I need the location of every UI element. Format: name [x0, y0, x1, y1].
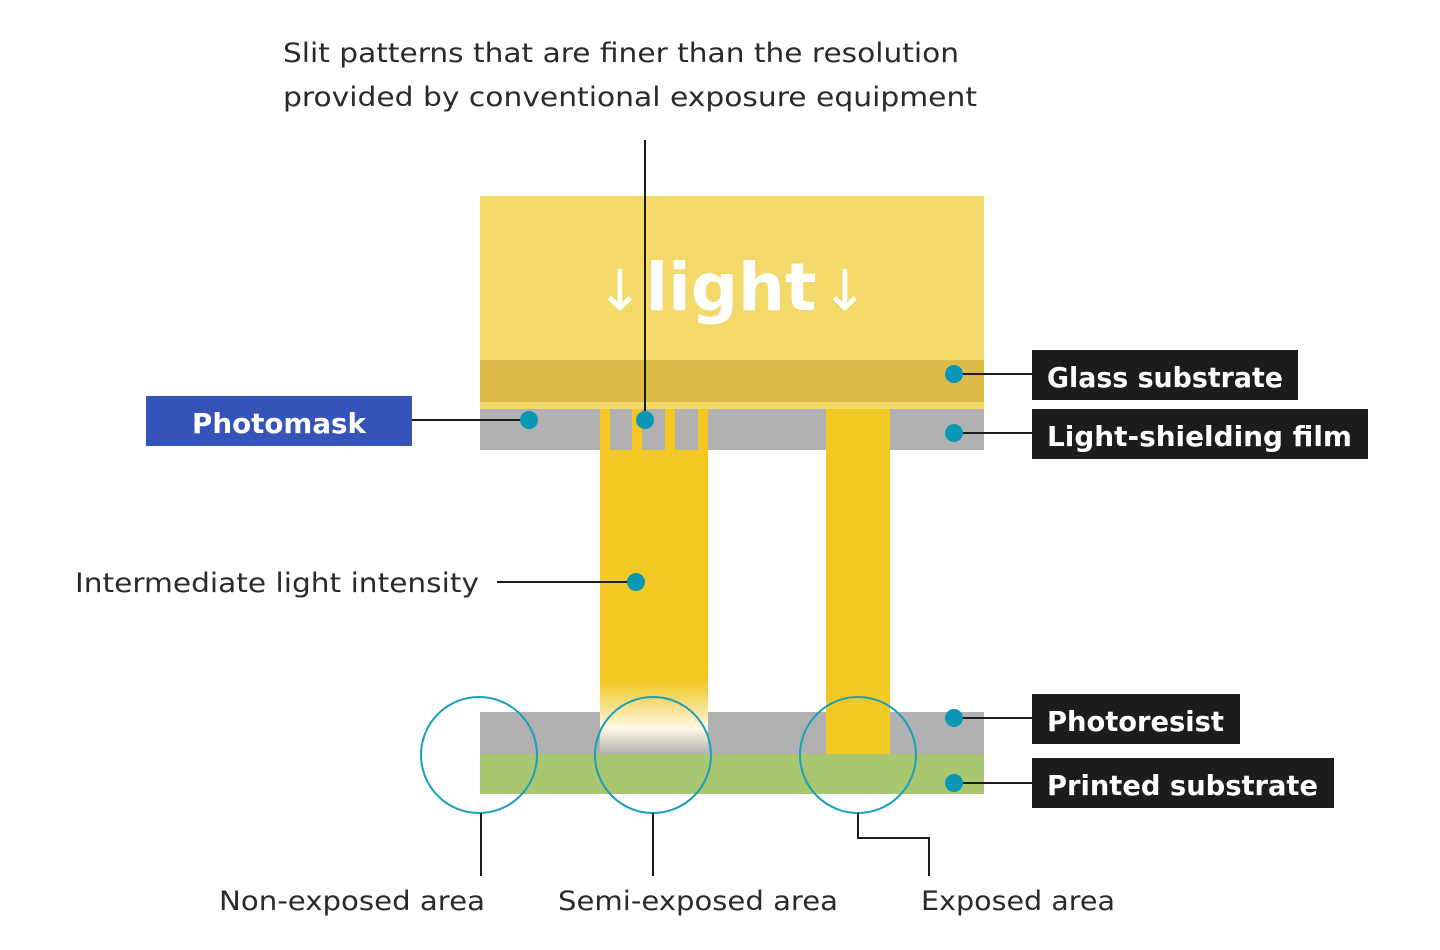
intermediate-marker-dot — [627, 573, 645, 591]
printed-substrate — [480, 754, 984, 794]
slit-beam-3 — [665, 409, 675, 450]
intermediate-beam — [600, 450, 708, 680]
photoresist-marker-dot — [945, 709, 963, 727]
photoresist-left — [480, 712, 600, 754]
exposed-beam-top — [826, 409, 890, 450]
glass-substrate-label: Glass substrate — [1047, 361, 1283, 394]
photomask-label: Photomask — [192, 407, 367, 440]
slit-beam-4 — [698, 409, 708, 450]
exposed-leader-line — [857, 813, 930, 876]
photomask-marker-dot — [520, 411, 538, 429]
printed-marker-dot — [945, 774, 963, 792]
slit-beam-1 — [600, 409, 610, 450]
photoresist-label-box — [1032, 694, 1240, 744]
glass-marker-dot — [945, 365, 963, 383]
glass-substrate-label-box — [1032, 350, 1298, 400]
glass-substrate-edge — [480, 402, 984, 410]
printed-substrate-label-box — [1032, 758, 1334, 808]
intermediate-beam-fade — [600, 680, 708, 754]
photoresist-label: Photoresist — [1047, 705, 1224, 738]
light-shielding-label: Light-shielding film — [1047, 420, 1352, 453]
slit-note-line-2: provided by conventional exposure equipm… — [283, 82, 977, 113]
light-arrow-left: ↓ — [597, 259, 644, 324]
slit-marker-dot — [636, 411, 654, 429]
semi-exposed-area-label: Semi-exposed area — [558, 886, 838, 917]
slit-note-line-1: Slit patterns that are finer than the re… — [283, 38, 959, 69]
glass-substrate-band — [480, 360, 984, 404]
shielding-marker-dot — [945, 424, 963, 442]
light-shielding-film — [480, 409, 984, 450]
non-exposed-area-circle — [420, 696, 538, 814]
printed-substrate-label: Printed substrate — [1047, 769, 1318, 802]
intermediate-label: Intermediate light intensity — [75, 568, 479, 599]
non-exposed-area-label: Non-exposed area — [219, 886, 485, 917]
photoresist-middle — [708, 712, 826, 754]
slit-beam-2 — [632, 409, 642, 450]
light-shielding-label-box — [1032, 409, 1368, 459]
exposed-area-label: Exposed area — [921, 886, 1115, 917]
light-arrow-right: ↓ — [822, 259, 869, 324]
photomask-label-box — [146, 396, 412, 446]
exposed-beam — [826, 450, 890, 754]
light-label: light — [645, 249, 816, 326]
